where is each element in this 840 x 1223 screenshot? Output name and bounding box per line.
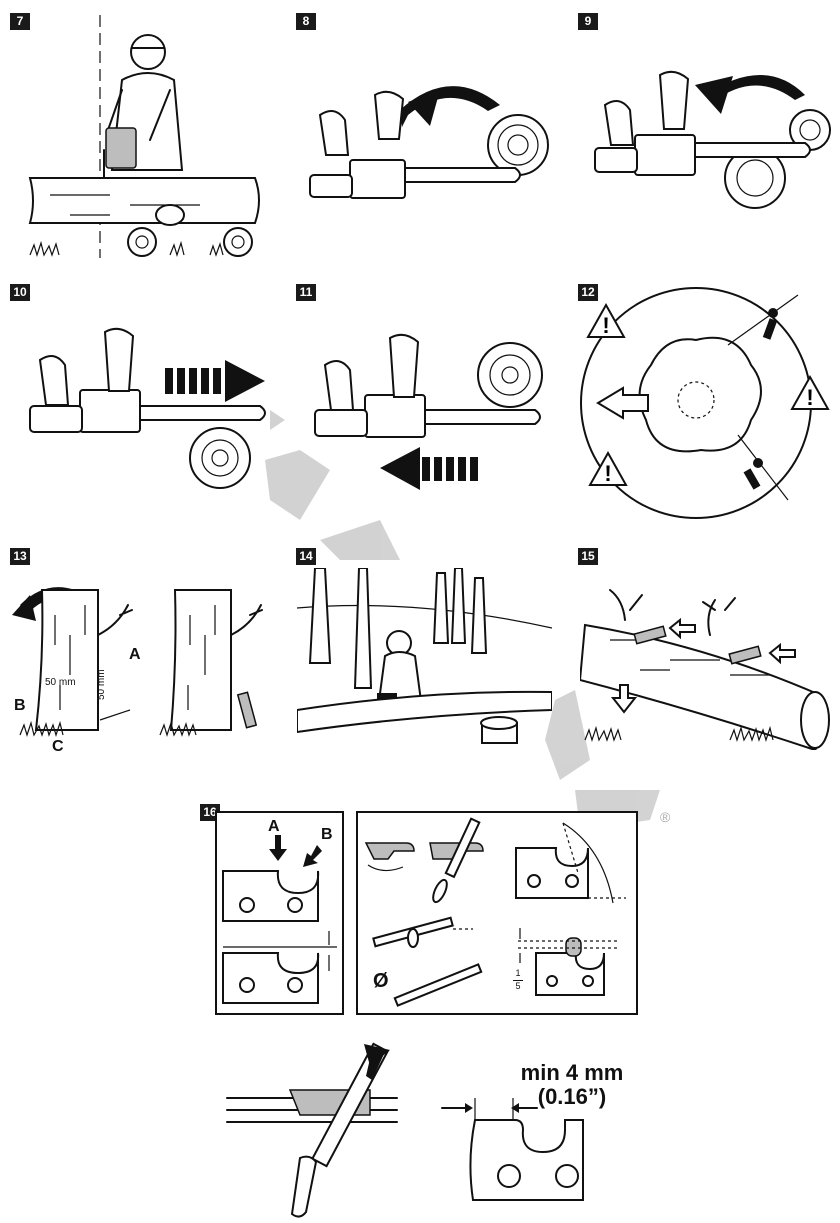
min-depth-label-line1: min 4 mm (520, 1060, 624, 1085)
figure-7-bucking-log (10, 10, 270, 260)
figure-9-underhand-cut (575, 40, 835, 210)
arrow-left-icon (380, 447, 478, 490)
step-number-7: 7 (10, 13, 30, 30)
fig13-label-a: A (129, 646, 141, 663)
min-depth-label-line2: (0.16”) (537, 1084, 607, 1109)
step-number-10: 10 (10, 284, 30, 301)
figure-12-danger-zone: ! ! ! (578, 285, 838, 525)
figure-13-felling-notch (10, 575, 290, 765)
figure-14-limbing-scene (297, 568, 552, 758)
step-number-13: 13 (10, 548, 30, 565)
fig13-dim-vertical: 50 mm (96, 669, 107, 700)
cutter-tooth-icon (535, 937, 605, 996)
fig16-label-a: A (268, 818, 280, 835)
figure-8-overhand-cut (290, 40, 560, 210)
warning-triangle-icon: ! (586, 302, 626, 338)
svg-text:!: ! (602, 313, 609, 338)
registered-mark: ® (660, 809, 671, 825)
arrow-right-icon (165, 360, 265, 402)
fig13-dim-horizontal: 50 mm (45, 677, 76, 688)
figure-11-pulling-chain (295, 310, 565, 500)
file-tool-icon (432, 817, 481, 904)
warning-triangle-icon: ! (790, 374, 830, 410)
running-person-icon (743, 458, 763, 490)
file-tool-icon (372, 916, 454, 948)
cutter-tooth-icon (469, 1119, 584, 1201)
warning-triangle-icon: ! (588, 450, 628, 486)
arrow-left-icon (668, 617, 696, 640)
cutter-tooth-icon (515, 847, 589, 899)
fig16-fraction-top: 1 (515, 968, 521, 978)
arrow-left-icon (768, 642, 796, 665)
figure-10-pushing-chain (10, 310, 280, 500)
step-number-12: 12 (578, 284, 598, 301)
svg-text:!: ! (604, 461, 611, 486)
running-person-icon (762, 308, 778, 340)
step-number-9: 9 (578, 13, 598, 30)
figure-15-limbing (580, 580, 835, 750)
step-number-8: 8 (296, 13, 316, 30)
arrow-down-icon (610, 684, 638, 714)
fig13-label-c: C (52, 738, 64, 755)
arrow-left-icon (596, 386, 649, 420)
fig16-fraction-bottom: 5 (513, 980, 523, 991)
cutter-tooth-icon (222, 870, 320, 922)
figure-16-filing-steps (358, 813, 634, 1011)
fig16-diameter-symbol: Ø (373, 970, 389, 992)
step-number-14: 14 (296, 548, 316, 565)
figure-16-cutter-teeth (217, 813, 341, 1011)
fig13-label-b: B (14, 697, 26, 714)
fig16-label-b: B (321, 826, 333, 843)
figure-file-on-chain (222, 1040, 412, 1220)
step-number-15: 15 (578, 548, 598, 565)
svg-text:!: ! (806, 385, 813, 410)
step-number-11: 11 (296, 284, 316, 301)
cutter-tooth-icon (222, 952, 320, 1004)
figure-min-depth-tooth (437, 1098, 617, 1208)
